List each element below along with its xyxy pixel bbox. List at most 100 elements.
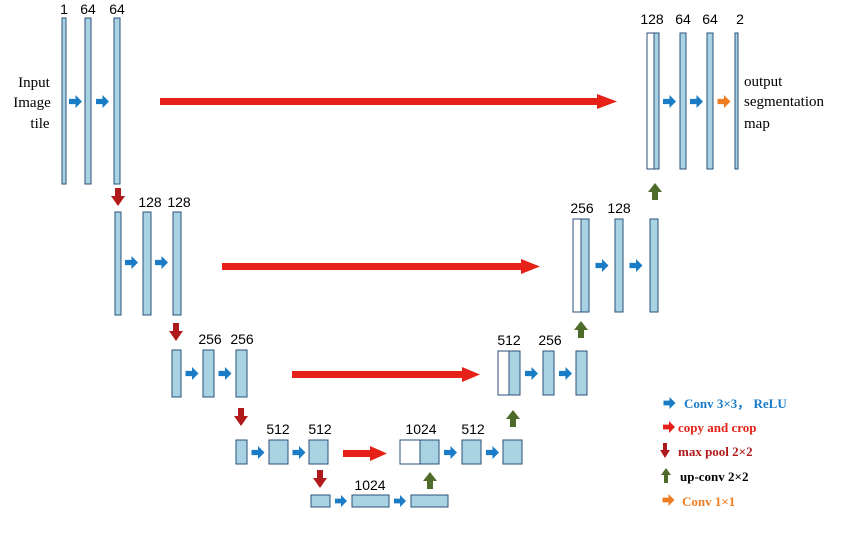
block-l2-enc-2 xyxy=(142,211,152,316)
conv-arrow-icon xyxy=(125,256,138,269)
channel-label: 64 xyxy=(675,11,691,27)
block-l1-dec-copy xyxy=(646,32,655,170)
channel-label: 256 xyxy=(230,331,254,347)
conv-arrow-icon xyxy=(394,495,406,507)
conv-arrow-icon xyxy=(559,367,572,380)
conv-arrow-icon xyxy=(690,95,703,108)
block-l3-dec-3 xyxy=(575,350,588,396)
block-l3-dec-copy xyxy=(497,350,510,396)
conv-arrow-icon xyxy=(663,397,676,409)
max-pool-arrow-icon xyxy=(111,188,125,206)
conv-arrow-icon xyxy=(251,446,265,459)
block-l1-enc-2 xyxy=(84,17,92,185)
block-l4-enc-1 xyxy=(235,439,248,465)
block-l3-enc-2 xyxy=(202,349,215,398)
up-conv-arrow-icon xyxy=(648,183,662,200)
conv-arrow-icon xyxy=(292,446,306,459)
max-pool-arrow-icon xyxy=(660,443,670,458)
conv-arrow-icon xyxy=(525,367,538,380)
block-l2-enc-3 xyxy=(172,211,182,316)
conv-arrow-icon xyxy=(185,367,199,380)
block-l2-enc-1 xyxy=(114,211,122,316)
block-l5-1 xyxy=(310,494,331,508)
legend-label-conv: Conv 3×3， ReLU xyxy=(684,396,787,411)
block-l4-enc-3 xyxy=(308,439,329,465)
channel-label: 256 xyxy=(570,200,594,216)
legend: Conv 3×3， ReLU copy and crop max pool 2×… xyxy=(660,396,787,509)
conv-arrow-icon xyxy=(595,259,609,272)
channel-label: 512 xyxy=(461,421,485,437)
channel-label: 128 xyxy=(607,200,631,216)
channel-label: 128 xyxy=(167,194,191,210)
block-l4-dec-2 xyxy=(461,439,482,465)
conv-arrow-icon xyxy=(218,367,232,380)
input-label-line: Input xyxy=(18,75,50,91)
conv-arrow-icon xyxy=(444,446,457,459)
input-label-line: Image xyxy=(13,95,51,111)
channel-label: 2 xyxy=(736,11,744,27)
block-l3-dec-up xyxy=(508,350,521,396)
block-l4-enc-2 xyxy=(268,439,289,465)
conv-arrow-icon xyxy=(96,95,109,108)
block-l1-enc-3 xyxy=(113,17,121,185)
block-l2-dec-up xyxy=(580,218,590,313)
channel-label: 64 xyxy=(109,1,125,17)
block-l1-dec-up xyxy=(653,32,660,170)
block-l3-dec-2 xyxy=(542,350,555,396)
block-l2-dec-3 xyxy=(649,218,659,313)
conv-1x1-arrow-icon xyxy=(717,95,731,108)
copy-crop-arrow-icon xyxy=(663,421,675,433)
block-l1-dec-3 xyxy=(706,32,714,170)
block-l4-dec-copy xyxy=(399,439,421,465)
output-label-line: output xyxy=(744,74,783,90)
legend-label-pool: max pool 2×2 xyxy=(678,444,753,459)
block-l3-enc-3 xyxy=(235,349,248,398)
copy-crop-arrow-l1 xyxy=(160,94,617,109)
max-pool-arrow-icon xyxy=(234,408,248,426)
channel-label: 64 xyxy=(80,1,96,17)
channel-label: 512 xyxy=(266,421,290,437)
output-label-line: map xyxy=(744,116,770,132)
conv-arrow-icon xyxy=(663,95,676,108)
legend-label-conv1x1: Conv 1×1 xyxy=(682,494,735,509)
conv-1x1-arrow-icon xyxy=(662,494,675,506)
up-conv-arrow-icon xyxy=(574,321,588,338)
conv-arrow-icon xyxy=(155,256,168,269)
channel-label: 256 xyxy=(538,332,562,348)
channel-label: 128 xyxy=(640,11,664,27)
block-l1-dec-out xyxy=(734,32,739,170)
legend-label-copy: copy and crop xyxy=(678,420,757,435)
block-l5-2 xyxy=(351,494,390,508)
up-conv-arrow-icon xyxy=(423,472,437,489)
conv-arrow-icon xyxy=(486,446,499,459)
block-l1-enc-1 xyxy=(61,17,67,185)
conv-arrow-icon xyxy=(69,95,82,108)
channel-label: 1 xyxy=(60,1,68,17)
input-label-line: tile xyxy=(30,116,50,132)
channel-label: 512 xyxy=(497,332,521,348)
channel-label: 1024 xyxy=(354,477,385,493)
block-l2-dec-2 xyxy=(614,218,624,313)
block-l3-enc-1 xyxy=(171,349,182,398)
output-label-line: segmentation xyxy=(744,94,824,110)
copy-crop-arrow-l3 xyxy=(292,367,480,382)
copy-crop-arrow-l4 xyxy=(343,446,387,461)
channel-label: 256 xyxy=(198,331,222,347)
max-pool-arrow-icon xyxy=(169,323,183,341)
channel-label: 64 xyxy=(702,11,718,27)
channel-label: 512 xyxy=(308,421,332,437)
copy-crop-arrow-l2 xyxy=(222,259,540,274)
max-pool-arrow-icon xyxy=(313,470,327,488)
up-conv-arrow-icon xyxy=(661,468,671,483)
block-l4-dec-3 xyxy=(502,439,523,465)
legend-label-upconv: up-conv 2×2 xyxy=(680,469,748,484)
block-l4-dec-up xyxy=(419,439,440,465)
block-l5-3 xyxy=(410,494,449,508)
block-l2-dec-copy xyxy=(572,218,582,313)
conv-arrow-icon xyxy=(629,259,643,272)
block-l1-dec-2 xyxy=(679,32,687,170)
channel-label: 128 xyxy=(138,194,162,210)
conv-arrow-icon xyxy=(335,495,347,507)
up-conv-arrow-icon xyxy=(506,410,520,427)
